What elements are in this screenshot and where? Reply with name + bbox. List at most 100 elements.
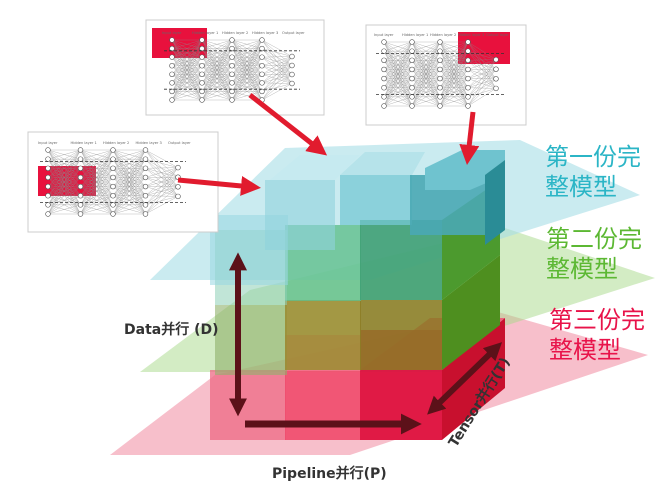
- replica-label-third-line2: 整模型: [549, 336, 621, 364]
- network-edge: [112, 149, 146, 160]
- network-edge: [145, 149, 179, 178]
- network-edge: [439, 41, 469, 79]
- network-edge: [145, 167, 179, 196]
- network-edge: [231, 39, 263, 101]
- network-edge: [171, 39, 203, 49]
- network-node: [259, 45, 265, 52]
- pipeline-axis-label: Pipeline并行(P): [272, 465, 387, 482]
- network-layer-header: Output layer: [168, 141, 191, 145]
- network-layer-header: Output layer: [282, 31, 305, 35]
- network-node: [199, 63, 205, 69]
- network-edge: [201, 39, 233, 58]
- network-edge: [411, 41, 441, 52]
- network-edge: [467, 60, 497, 89]
- network-node: [169, 88, 175, 95]
- replica-label-third-line1: 第三份完: [549, 306, 645, 334]
- network-edge: [467, 51, 497, 89]
- network-edge: [383, 41, 413, 88]
- network-edge: [171, 39, 203, 92]
- network-edge: [467, 50, 497, 60]
- network-edge: [261, 82, 293, 84]
- network-node: [465, 48, 471, 54]
- network-edge: [261, 56, 293, 66]
- network-node: [199, 97, 205, 103]
- network-node: [199, 45, 205, 52]
- network-node: [229, 80, 235, 86]
- network-node: [142, 165, 149, 171]
- network-edge: [411, 96, 441, 107]
- network-edge: [80, 149, 114, 187]
- network-node: [229, 88, 235, 95]
- network-node: [409, 66, 415, 73]
- network-node: [45, 156, 51, 162]
- network-edge: [201, 91, 233, 101]
- network-edge: [145, 149, 179, 168]
- network-layer-header: Input layer: [38, 141, 58, 145]
- network-node: [77, 211, 84, 217]
- network-edge: [383, 87, 413, 107]
- network-node: [45, 202, 51, 208]
- network-edge: [112, 177, 146, 215]
- network-edge: [231, 39, 263, 58]
- network-edge: [145, 159, 179, 197]
- network-edge: [467, 78, 497, 88]
- network-node: [175, 193, 181, 200]
- network-node: [465, 66, 471, 73]
- network-node: [142, 183, 149, 190]
- network-edge: [145, 167, 179, 187]
- network-edge: [112, 159, 146, 215]
- network-edge: [411, 41, 441, 70]
- network-edge: [112, 149, 146, 178]
- network-node: [110, 193, 116, 199]
- network-edge: [47, 149, 81, 205]
- arrow-top-panel: [248, 93, 328, 156]
- network-node: [259, 71, 265, 77]
- network-node: [199, 37, 205, 43]
- network-edge: [261, 65, 293, 75]
- network-edge: [261, 39, 293, 57]
- network-node: [142, 147, 149, 153]
- network-node: [437, 39, 443, 45]
- network-edge: [145, 177, 179, 197]
- network-edge: [201, 39, 233, 75]
- network-layer-header: Input layer: [162, 31, 182, 35]
- network-edge: [467, 69, 497, 79]
- network-edge: [145, 195, 179, 197]
- network-edge: [261, 56, 293, 83]
- network-edge: [80, 149, 114, 196]
- network-node: [142, 156, 149, 162]
- network-edge: [80, 149, 114, 160]
- network-edge: [171, 57, 203, 101]
- network-layer-header: Hidden layer 3: [252, 31, 278, 35]
- network-edge: [261, 74, 293, 84]
- network-node: [259, 63, 265, 69]
- network-node: [381, 75, 387, 82]
- network-edge: [171, 39, 203, 58]
- network-node: [45, 193, 51, 199]
- data-axis-label: Data并行 (D): [124, 321, 219, 338]
- network-node: [409, 103, 415, 109]
- network-layer-header: Hidden layer 1: [402, 33, 428, 37]
- network-edge: [261, 74, 293, 84]
- network-edge: [80, 195, 114, 215]
- network-edge: [467, 51, 497, 70]
- network-node: [437, 66, 443, 73]
- network-edge: [467, 78, 497, 107]
- network-node: [493, 76, 499, 82]
- network-node: [142, 202, 149, 208]
- network-node: [77, 165, 84, 171]
- network-edge: [112, 195, 146, 215]
- network-edge: [439, 41, 469, 52]
- network-edge: [145, 196, 179, 215]
- network-edge: [80, 159, 114, 215]
- network-node: [45, 147, 51, 153]
- network-node: [493, 56, 499, 63]
- network-edge: [145, 177, 179, 215]
- cube-layer-cyan: [210, 150, 505, 285]
- replica-label-first: 第一份完 整模型: [545, 142, 641, 202]
- network-node: [229, 45, 235, 52]
- network-edge: [383, 41, 413, 79]
- replica-label-second-line1: 第二份完: [546, 225, 642, 253]
- network-edge: [439, 41, 469, 70]
